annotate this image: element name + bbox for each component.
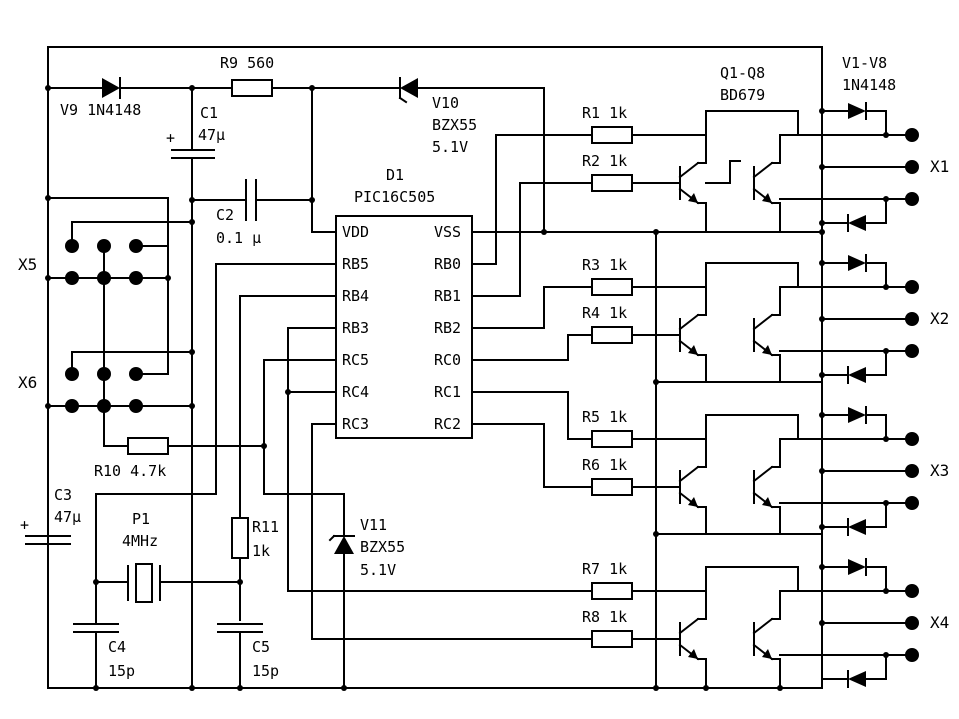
- c4-value-label: 15p: [108, 662, 135, 680]
- transistor-stage-2: [653, 262, 887, 385]
- supply-section: [45, 77, 545, 689]
- v10-ref-label: V10: [432, 94, 459, 112]
- v18-ref-label: V1-V8: [842, 54, 887, 72]
- c2-value-label: 0.1 µ: [216, 229, 261, 247]
- d1-ref-label: D1: [386, 166, 404, 184]
- c4-ref-label: C4: [108, 638, 126, 656]
- c1-ref-label: C1: [200, 104, 218, 122]
- r8-label: R8 1k: [582, 608, 627, 626]
- c3-value-label: 47µ: [54, 508, 81, 526]
- clock-section: [25, 263, 355, 691]
- pin-rb3: RB3: [342, 319, 369, 337]
- pin-rb2: RB2: [434, 319, 461, 337]
- power-rails: [47, 46, 823, 689]
- q-ref-label: Q1-Q8: [720, 64, 765, 82]
- r6-label: R6 1k: [582, 456, 627, 474]
- v9-label: V9 1N4148: [60, 101, 141, 119]
- r7-label: R7 1k: [582, 560, 627, 578]
- x3-label: X3: [930, 461, 949, 480]
- pin-rb5: RB5: [342, 255, 369, 273]
- x6-label: X6: [18, 373, 37, 392]
- c2-ref-label: C2: [216, 206, 234, 224]
- v11-ref-label: V11: [360, 516, 387, 534]
- c5-value-label: 15p: [252, 662, 279, 680]
- pin-rb0: RB0: [434, 255, 461, 273]
- v9-diode-symbol: [102, 78, 120, 98]
- v10-zener-symbol: [400, 78, 418, 98]
- r4-label: R4 1k: [582, 304, 627, 322]
- r9-resistor: [231, 79, 273, 97]
- v11-value-label: 5.1V: [360, 561, 396, 579]
- q-type-label: BD679: [720, 86, 765, 104]
- pin-rc4: RC4: [342, 383, 369, 401]
- c1-value-label: 47µ: [198, 126, 225, 144]
- r10-label: R10 4.7k: [94, 462, 166, 480]
- pin-vss: VSS: [434, 223, 461, 241]
- r11-value-label: 1k: [252, 542, 270, 560]
- x2-label: X2: [930, 309, 949, 328]
- v10-type-label: BZX55: [432, 116, 477, 134]
- x1-label: X1: [930, 157, 949, 176]
- v18-type-label: 1N4148: [842, 76, 896, 94]
- p1-value-label: 4MHz: [122, 532, 158, 550]
- d1-type-label: PIC16C505: [354, 188, 435, 206]
- r1-label: R1 1k: [582, 104, 627, 122]
- r9-label: R9 560: [220, 54, 274, 72]
- pin-rb4: RB4: [342, 287, 369, 305]
- pin-rc3: RC3: [342, 415, 369, 433]
- pin-rc1: RC1: [434, 383, 461, 401]
- c1-plus-sign: +: [166, 129, 175, 147]
- pin-rc5: RC5: [342, 351, 369, 369]
- c3-ref-label: C3: [54, 486, 72, 504]
- transistor-stage-4: [679, 566, 887, 691]
- r3-label: R3 1k: [582, 256, 627, 274]
- output-terminals: [905, 128, 919, 662]
- p1-ref-label: P1: [132, 510, 150, 528]
- pin-rc0: RC0: [434, 351, 461, 369]
- r5-label: R5 1k: [582, 408, 627, 426]
- c3-plus-sign: +: [20, 516, 29, 534]
- v10-value-label: 5.1V: [432, 138, 468, 156]
- transistor-stage-3: [653, 414, 887, 537]
- x4-label: X4: [930, 613, 949, 632]
- pin-rc2: RC2: [434, 415, 461, 433]
- v11-type-label: BZX55: [360, 538, 405, 556]
- vss-wiring: [471, 229, 825, 691]
- r2-label: R2 1k: [582, 152, 627, 170]
- r11-ref-label: R11: [252, 518, 279, 536]
- pin-vdd: VDD: [342, 223, 369, 241]
- connector-x5-x6: [45, 195, 267, 455]
- pin-rb1: RB1: [434, 287, 461, 305]
- c5-ref-label: C5: [252, 638, 270, 656]
- transistor-stage-1: [679, 110, 887, 233]
- output-diodes: [779, 102, 913, 688]
- x5-label: X5: [18, 255, 37, 274]
- driver-wiring: [287, 126, 707, 648]
